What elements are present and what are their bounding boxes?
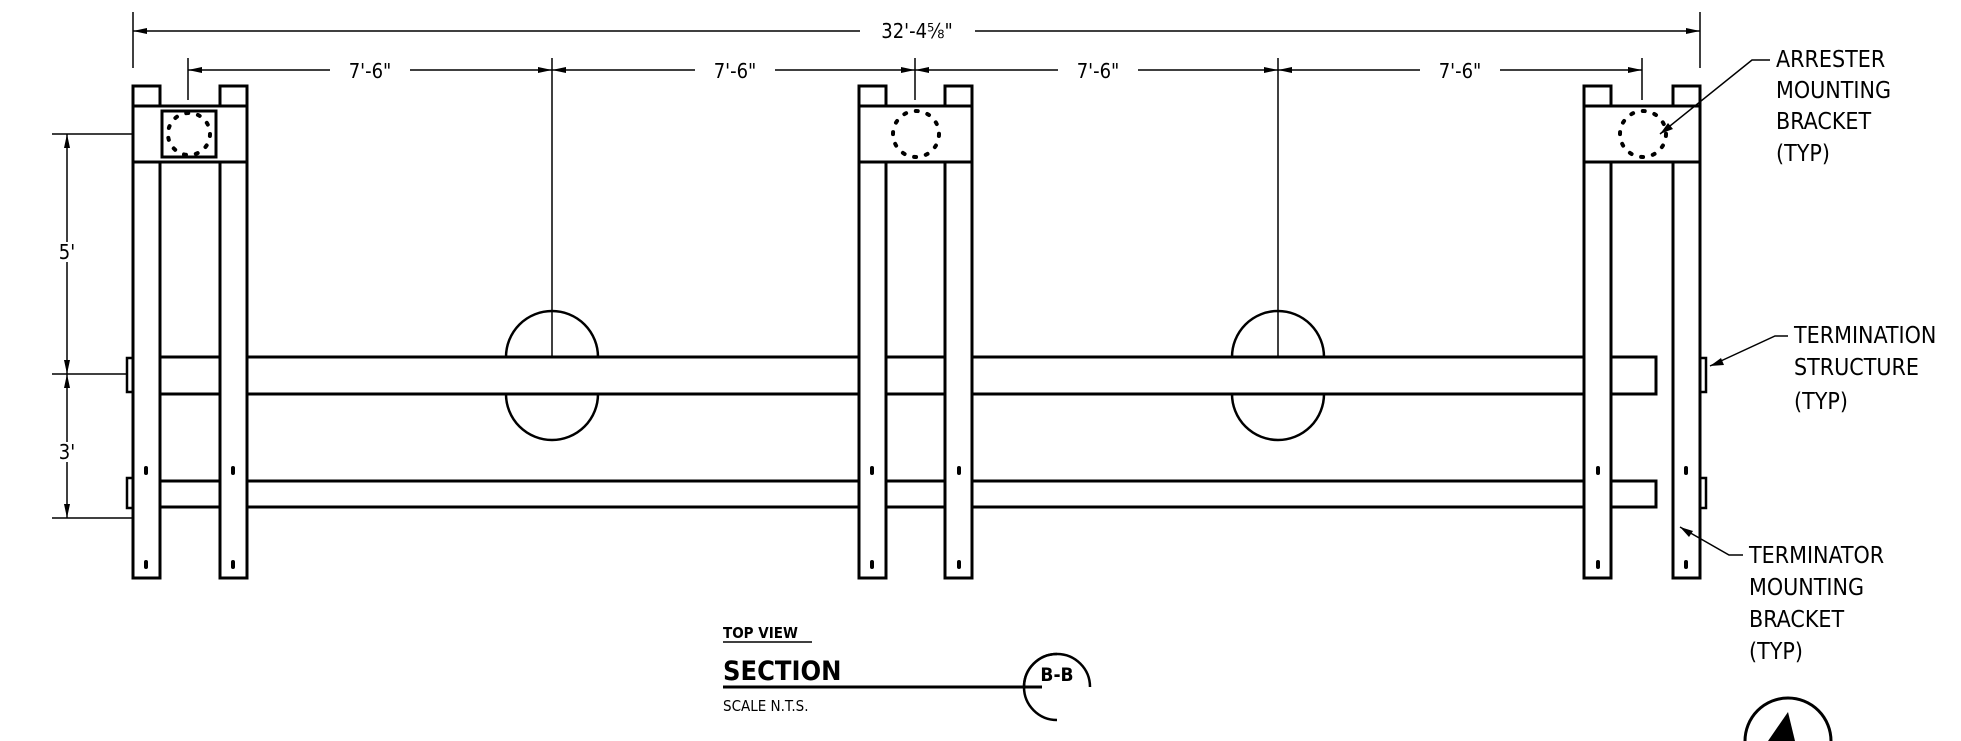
post-middle-left xyxy=(857,84,888,580)
support-right-upper-arc xyxy=(1230,309,1326,358)
terminator-callout: TERMINATOR MOUNTING BRACKET (TYP) xyxy=(1748,543,1884,665)
span-dimension-3: 7'-6" xyxy=(1077,59,1120,83)
span-dimension-4: 7'-6" xyxy=(1439,59,1482,83)
title-block: TOP VIEW SECTION SCALE N.T.S. B-B xyxy=(723,624,1092,722)
bracket-bolt-patterns xyxy=(160,109,1668,159)
arrester-callout-line-2: MOUNTING xyxy=(1776,78,1891,104)
termination-callout-line-3: (TYP) xyxy=(1794,389,1848,415)
vertical-dimension-upper: 5' xyxy=(59,240,75,264)
section-tag-circle-lower xyxy=(1022,652,1058,722)
arrester-callout: ARRESTER MOUNTING BRACKET (TYP) xyxy=(1776,47,1891,167)
arrester-bracket-middle xyxy=(857,104,974,164)
arrester-bracket-right xyxy=(1582,104,1702,164)
support-semicircles xyxy=(504,309,1326,442)
dimension-arrowheads xyxy=(64,28,1700,518)
dimension-lines xyxy=(52,12,1701,519)
terminator-callout-line-4: (TYP) xyxy=(1749,639,1803,665)
callout-leaders xyxy=(1659,59,1788,556)
support-right-lower-arc xyxy=(1230,393,1326,442)
post-right-inner xyxy=(1582,84,1613,580)
terminator-callout-line-3: BRACKET xyxy=(1749,607,1844,633)
support-left-upper-arc xyxy=(504,309,600,358)
termination-callout-line-2: STRUCTURE xyxy=(1794,355,1919,381)
post-left-inner xyxy=(218,84,249,580)
horizontal-beams xyxy=(158,355,1658,509)
upper-rail-beam xyxy=(158,355,1658,396)
span-dimension-2: 7'-6" xyxy=(714,59,757,83)
post-left-outer xyxy=(131,84,162,580)
terminator-callout-line-1: TERMINATOR xyxy=(1748,543,1884,569)
terminator-callout-line-2: MOUNTING xyxy=(1749,575,1864,601)
north-arrow-icon xyxy=(1743,696,1833,741)
section-tag: B-B xyxy=(1040,664,1073,686)
overall-dimension: 32'-4⅝" xyxy=(881,19,952,43)
bolt-plate-left xyxy=(160,109,218,159)
termination-callout-line-1: TERMINATION xyxy=(1793,323,1936,349)
posts xyxy=(131,84,1702,580)
arrester-callout-line-3: BRACKET xyxy=(1776,109,1871,135)
post-bolt-holes xyxy=(144,466,1688,569)
post-right-outer xyxy=(1671,84,1702,580)
scale-note: SCALE N.T.S. xyxy=(723,697,809,715)
view-label: TOP VIEW xyxy=(723,624,798,642)
vertical-dimension-lower: 3' xyxy=(59,440,75,464)
lower-rail-beam xyxy=(158,479,1658,509)
termination-structure-callout: TERMINATION STRUCTURE (TYP) xyxy=(1793,323,1936,415)
post-middle-right xyxy=(943,84,974,580)
section-title: SECTION xyxy=(723,656,842,687)
arrester-callout-line-4: (TYP) xyxy=(1776,141,1830,167)
support-left-lower-arc xyxy=(504,393,600,442)
span-dimension-1: 7'-6" xyxy=(349,59,392,83)
callout-arrowheads xyxy=(1660,123,1724,537)
arrester-callout-line-1: ARRESTER xyxy=(1776,47,1885,73)
